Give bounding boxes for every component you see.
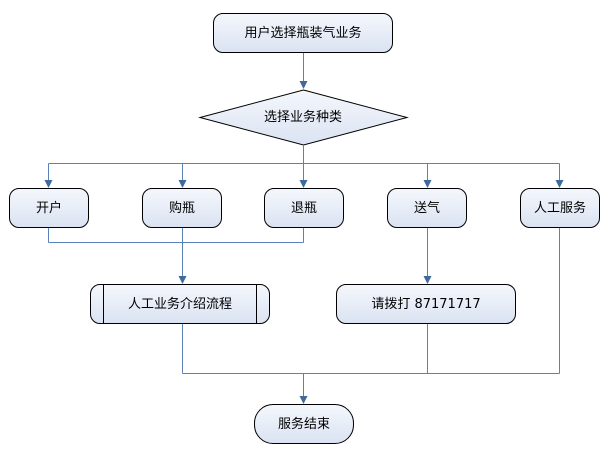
node-buy-bottle-label: 购瓶 xyxy=(168,200,195,216)
connector-merge-to-intro xyxy=(48,228,304,284)
connector-delivery-to-call xyxy=(423,228,432,284)
node-call-number-label: 请拨打 87171717 xyxy=(371,296,481,312)
node-decision-label: 选择业务种类 xyxy=(263,110,342,125)
node-manual-service-label: 人工服务 xyxy=(533,200,586,216)
node-gas-delivery: 送气 xyxy=(387,188,467,228)
node-end-label: 服务结束 xyxy=(277,416,330,432)
connector-merge-to-end xyxy=(182,324,560,404)
node-start: 用户选择瓶装气业务 xyxy=(213,13,393,53)
node-return-bottle-label: 退瓶 xyxy=(290,200,317,216)
node-open-account-label: 开户 xyxy=(35,200,62,216)
node-manual-service: 人工服务 xyxy=(520,188,600,228)
node-decision: 选择业务种类 xyxy=(203,111,403,124)
node-call-number: 请拨打 87171717 xyxy=(336,284,516,324)
node-gas-delivery-label: 送气 xyxy=(413,200,440,216)
connector-decision-to-branches xyxy=(44,145,564,188)
node-open-account: 开户 xyxy=(9,188,89,228)
node-buy-bottle: 购瓶 xyxy=(142,188,222,228)
node-manual-intro-label: 人工业务介绍流程 xyxy=(127,296,232,312)
node-end: 服务结束 xyxy=(254,404,354,444)
node-return-bottle: 退瓶 xyxy=(264,188,344,228)
node-start-label: 用户选择瓶装气业务 xyxy=(244,25,362,41)
connector-start-to-decision xyxy=(299,53,308,89)
node-manual-intro-process: 人工业务介绍流程 xyxy=(90,284,270,324)
